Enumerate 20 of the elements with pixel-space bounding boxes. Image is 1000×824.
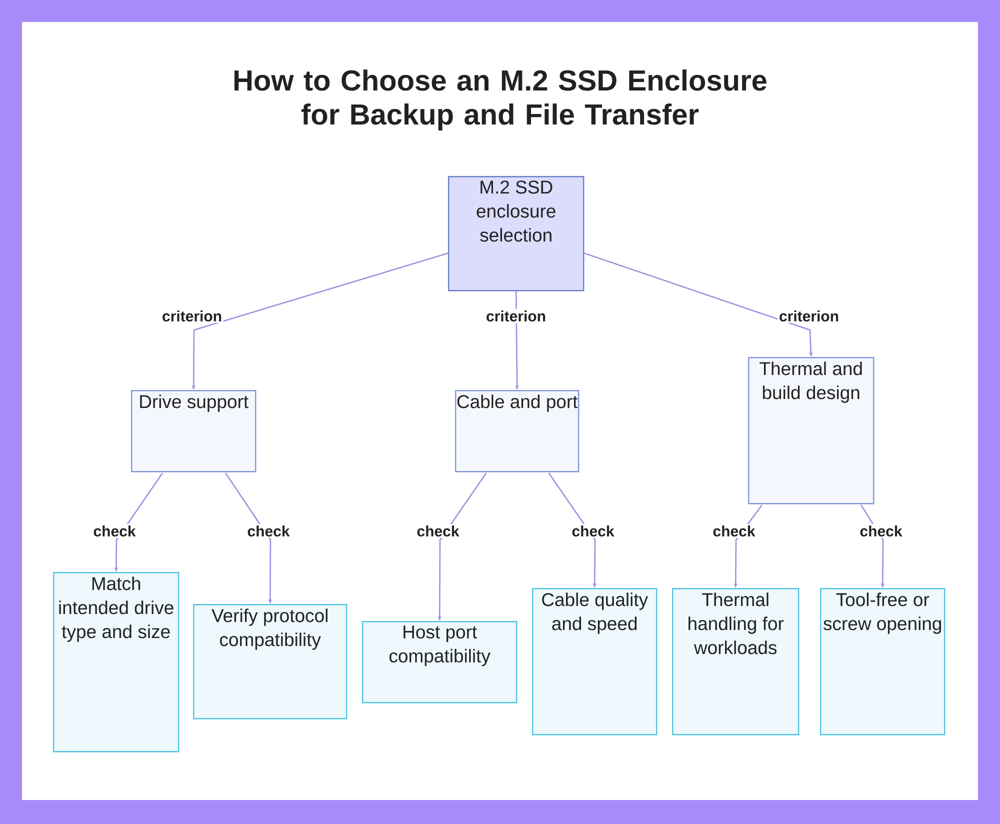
check-box: Cable quality and speed [532, 588, 658, 736]
title: How to Choose an M.2 SSD Enclosure for Backup and File Transfer [234, 69, 766, 131]
edge-label: check [858, 524, 904, 538]
check-box: Thermal handling for workloads [672, 588, 800, 736]
edge-label: criterion [778, 309, 841, 323]
check-box: Match intended drive type and size [53, 572, 180, 752]
edge-label: check [92, 524, 138, 538]
edge-label: check [415, 524, 461, 538]
edge-label: check [711, 524, 757, 538]
criterion-box: Thermal and build design [748, 357, 874, 504]
criterion-box: Cable and port [455, 390, 580, 472]
box: M.2 SSD enclosure selection [448, 176, 584, 292]
edge-label: criterion [484, 309, 548, 323]
edge-label: check [246, 524, 292, 538]
edge-label: check [570, 524, 616, 538]
criterion-box: Drive support [131, 390, 256, 472]
edge-label: criterion [160, 309, 224, 323]
check-box: Verify protocol compatibility [193, 604, 348, 720]
check-box: Host port compatibility [362, 621, 518, 704]
check-box: Tool-free or screw opening [820, 588, 946, 736]
